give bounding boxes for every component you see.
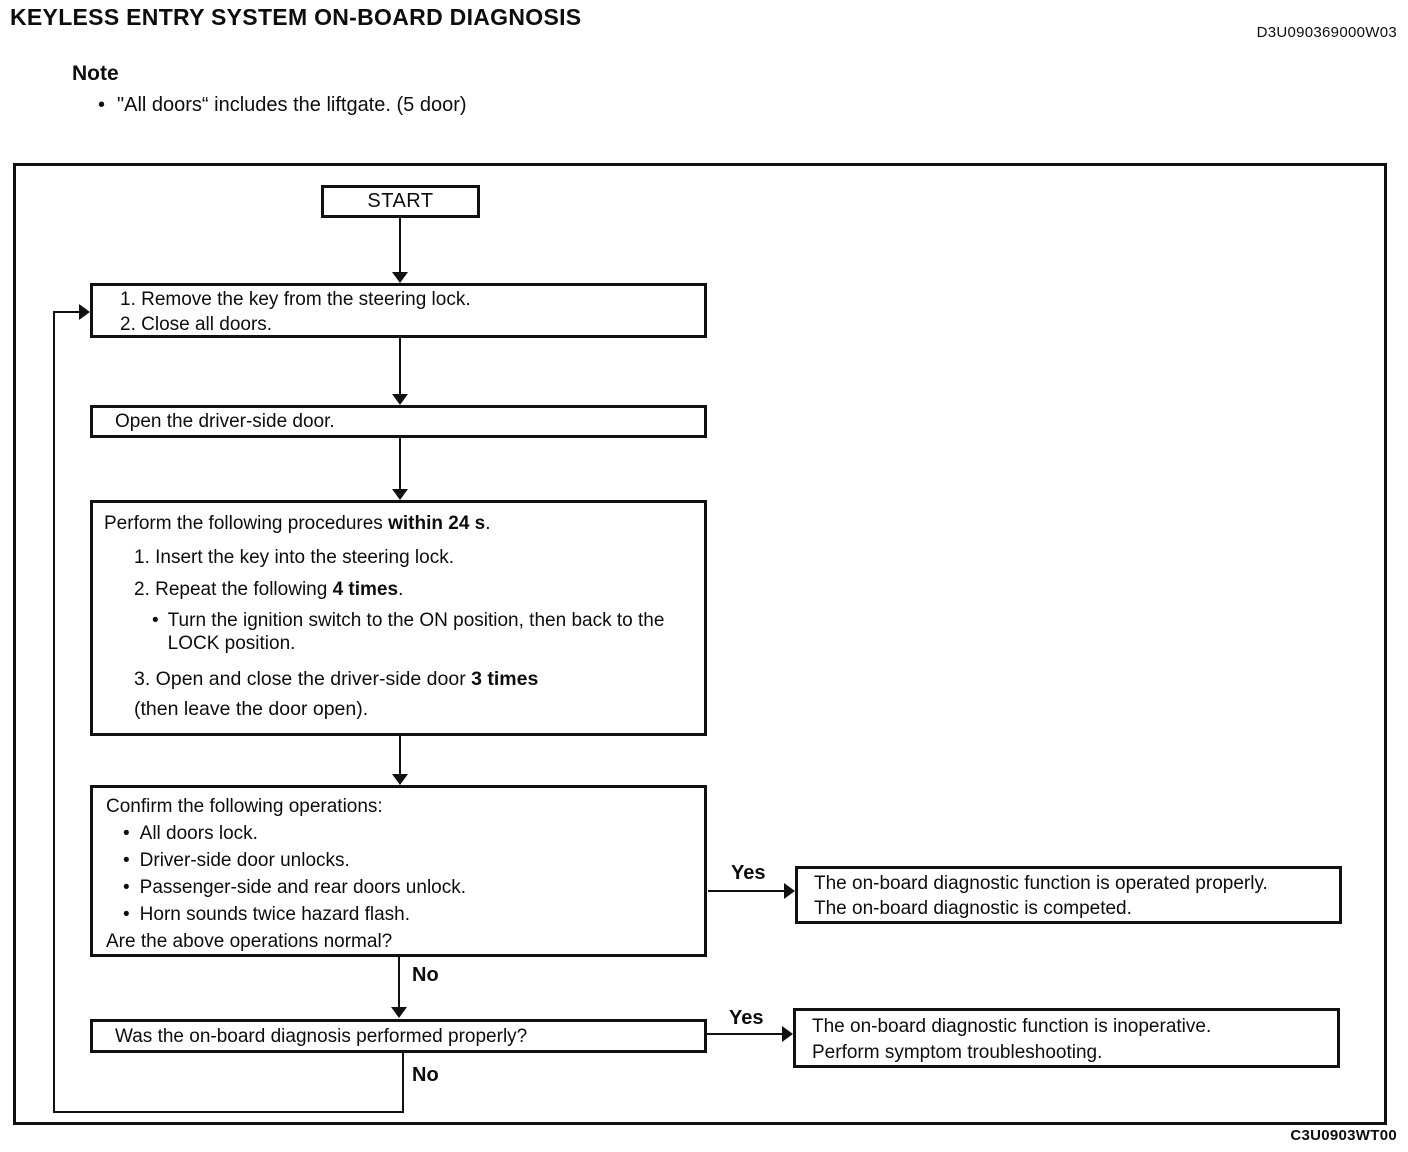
flow-box-open-door: Open the driver-side door. (90, 405, 707, 438)
step2-text: Open the driver-side door. (115, 411, 335, 432)
arrowhead-down-icon (392, 489, 408, 500)
label-no-2: No (412, 1064, 439, 1086)
figure-code: C3U0903WT00 (1290, 1127, 1397, 1144)
note-item: • "All doors“ includes the liftgate. (5 … (98, 94, 467, 117)
connector-loop-bottom (53, 1111, 404, 1113)
result-bad-line2: Perform symptom troubleshooting. (812, 1042, 1103, 1063)
perform-title: Perform the following procedures within … (104, 513, 491, 534)
confirm-bullet: •Passenger-side and rear doors unlock. (106, 874, 692, 901)
perform-item1: 1. Insert the key into the steering lock… (134, 547, 455, 568)
perform-sub-bullet: • Turn the ignition switch to the ON pos… (104, 609, 690, 655)
confirm-title: Confirm the following operations: (106, 796, 383, 817)
bullet-marker: • (152, 610, 159, 631)
connector-loop-down (402, 1053, 404, 1113)
perform-item2: 2. Repeat the following 4 times. (134, 579, 404, 600)
flow-box-result-inoperative: The on-board diagnostic function is inop… (793, 1008, 1340, 1068)
perform-item3-line1: 3. Open and close the driver-side door 3… (134, 668, 539, 690)
step1-line1: 1. Remove the key from the steering lock… (120, 289, 471, 310)
arrowhead-right-icon (79, 304, 90, 320)
connector-start-step1 (399, 218, 401, 274)
connector-step2-perform (399, 438, 401, 489)
flowchart-frame (13, 163, 1387, 1125)
label-yes-2: Yes (729, 1007, 764, 1029)
note-heading: Note (72, 62, 119, 85)
confirm-bullet: •All doors lock. (106, 820, 692, 847)
flow-box-perform-procedures: Perform the following procedures within … (90, 500, 707, 736)
start-label: START (367, 190, 434, 212)
arrowhead-down-icon (391, 1007, 407, 1018)
bullet-marker: • (123, 904, 130, 925)
step1-line2: 2. Close all doors. (120, 314, 273, 335)
doc-id: D3U090369000W03 (1256, 24, 1397, 41)
confirm-bullet: •Driver-side door unlocks. (106, 847, 692, 874)
flow-box-start: START (321, 185, 480, 218)
perform-item3-line2: (then leave the door open). (134, 698, 369, 720)
connector-confirm-resultok (708, 890, 785, 892)
arrowhead-down-icon (392, 394, 408, 405)
label-no-1: No (412, 964, 439, 986)
arrowhead-down-icon (392, 272, 408, 283)
arrowhead-right-icon (782, 1026, 793, 1042)
note-text: "All doors“ includes the liftgate. (5 do… (117, 94, 467, 116)
perform-sub-text: Turn the ignition switch to the ON posit… (167, 610, 665, 654)
bullet-marker: • (123, 877, 130, 898)
perform-item3: 3. Open and close the driver-side door 3… (104, 664, 690, 724)
arrowhead-right-icon (784, 883, 795, 899)
connector-confirm-question2 (398, 957, 400, 1007)
flow-box-remove-key: 1. Remove the key from the steering lock… (90, 283, 707, 338)
flow-box-result-proper: The on-board diagnostic function is oper… (795, 866, 1342, 924)
result-bad-line1: The on-board diagnostic function is inop… (812, 1016, 1212, 1037)
label-yes-1: Yes (731, 862, 766, 884)
flow-box-confirm-operations: Confirm the following operations: •All d… (90, 785, 707, 957)
bullet-marker: • (123, 850, 130, 871)
question2-text: Was the on-board diagnosis performed pro… (115, 1026, 528, 1047)
page-title: KEYLESS ENTRY SYSTEM ON-BOARD DIAGNOSIS (10, 4, 582, 30)
connector-perform-confirm (399, 736, 401, 775)
confirm-question: Are the above operations normal? (106, 931, 393, 952)
bullet-marker: • (123, 823, 130, 844)
arrowhead-down-icon (392, 774, 408, 785)
flow-box-diagnosis-question: Was the on-board diagnosis performed pro… (90, 1019, 707, 1053)
connector-step1-step2 (399, 338, 401, 394)
bullet-marker: • (98, 94, 106, 116)
connector-loop-left (53, 311, 55, 1113)
result-ok-line1: The on-board diagnostic function is oper… (814, 873, 1268, 894)
result-ok-line2: The on-board diagnostic is competed. (814, 898, 1132, 919)
confirm-bullet: •Horn sounds twice hazard flash. (106, 901, 692, 928)
connector-loop-top (53, 311, 80, 313)
connector-question2-resultbad (707, 1033, 783, 1035)
